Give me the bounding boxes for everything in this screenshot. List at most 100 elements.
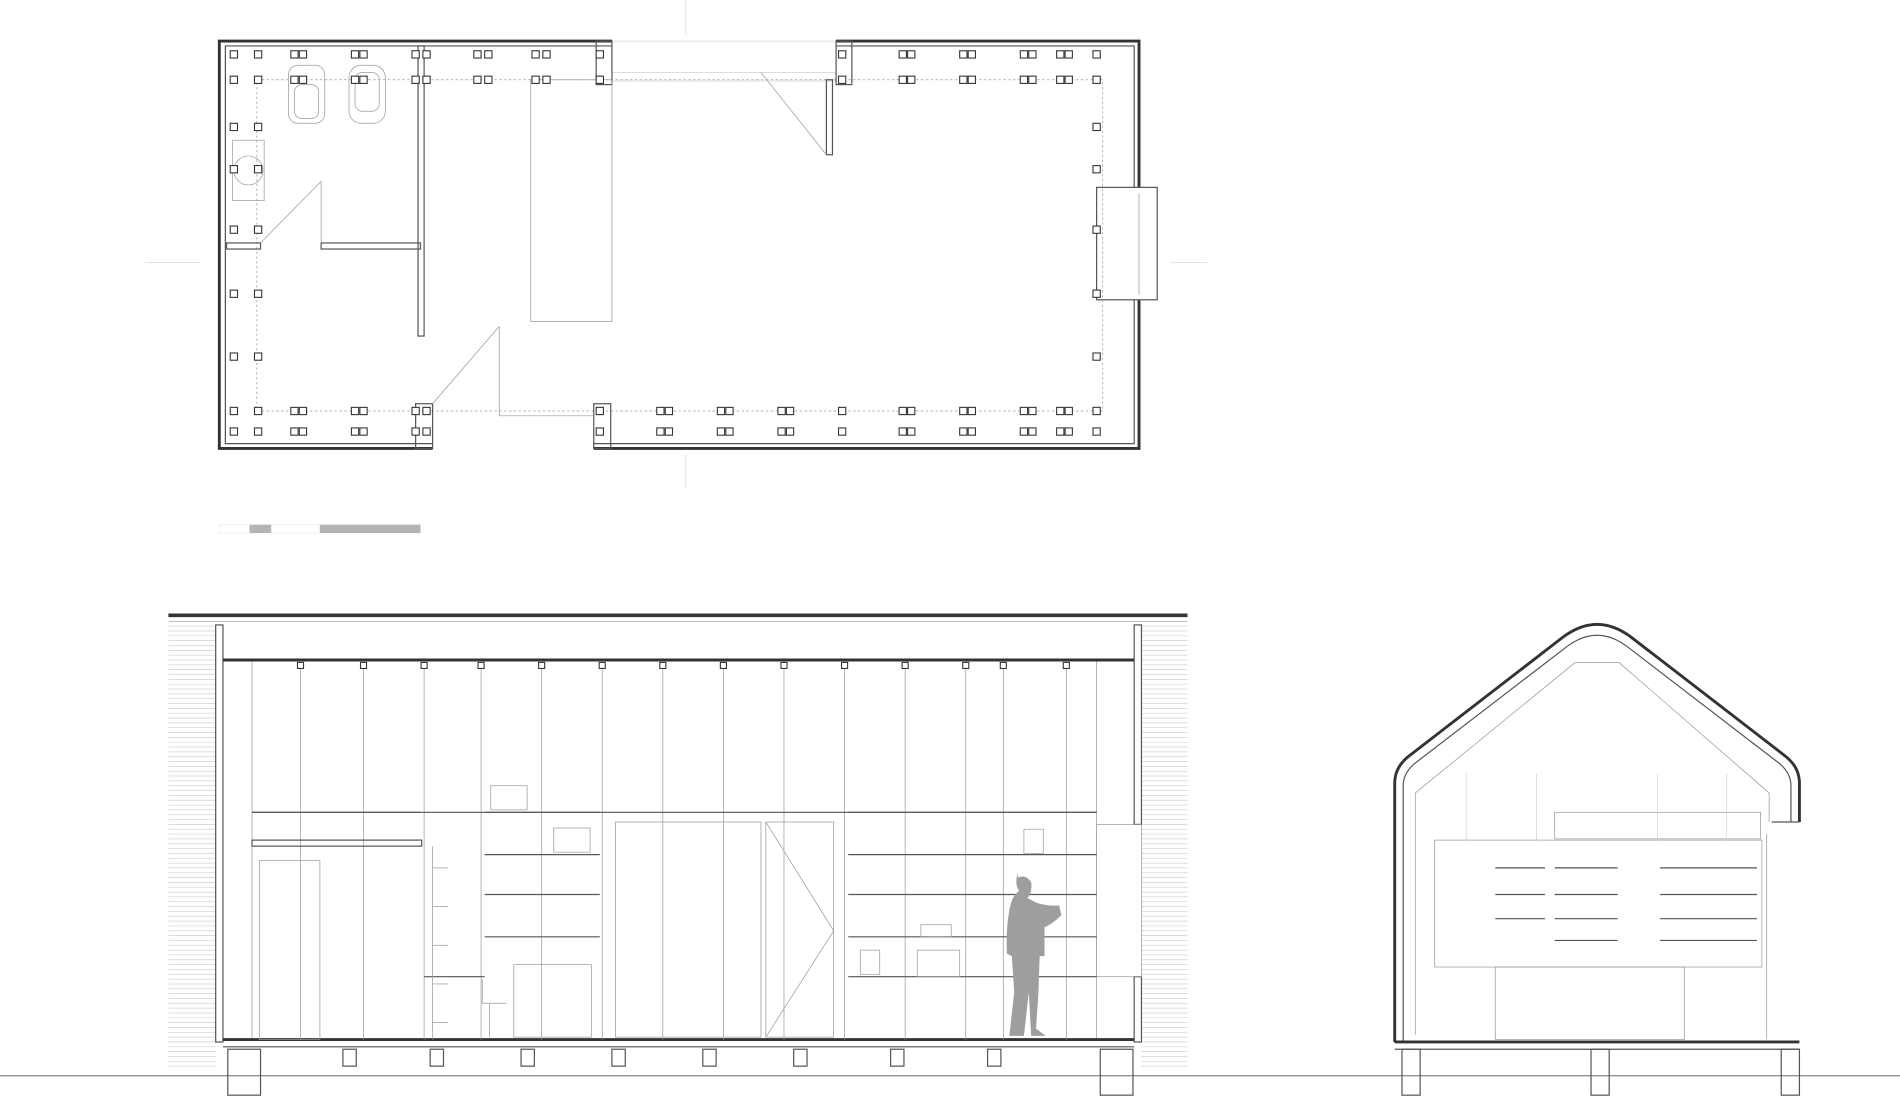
column	[777, 406, 786, 416]
stud-bracket	[780, 661, 788, 670]
column	[350, 427, 360, 436]
column	[907, 427, 916, 436]
exterior-walls	[217, 39, 1158, 450]
column	[1028, 406, 1037, 416]
column	[1019, 50, 1029, 59]
cross-shelves	[1495, 811, 1762, 942]
column	[1092, 75, 1101, 84]
counter	[1494, 966, 1685, 1040]
interior-space	[251, 659, 1097, 1040]
shelving-unit	[1434, 839, 1763, 968]
foundation-block	[1780, 1048, 1801, 1096]
stud-bracket	[659, 661, 667, 670]
column	[1092, 225, 1101, 234]
scale-bar	[218, 524, 421, 534]
column	[785, 406, 795, 416]
column	[411, 427, 420, 436]
column	[1092, 406, 1101, 416]
column	[959, 50, 968, 59]
column	[253, 289, 263, 298]
shelves	[252, 785, 1097, 978]
column	[359, 75, 368, 84]
chair	[481, 979, 507, 1038]
sliding-panel	[615, 821, 762, 1038]
toilet-icon	[348, 64, 386, 124]
stud-bracket	[359, 661, 368, 670]
column	[531, 50, 540, 59]
foundation-blocks	[227, 1048, 1134, 1096]
column	[1019, 406, 1029, 416]
column	[898, 75, 907, 84]
column	[959, 427, 968, 436]
column	[725, 427, 734, 436]
column	[473, 50, 482, 59]
column	[298, 406, 308, 416]
desk	[513, 964, 592, 1038]
column	[785, 427, 795, 436]
column	[967, 50, 976, 59]
column	[959, 406, 968, 416]
column	[898, 406, 907, 416]
column	[253, 122, 263, 132]
column	[967, 75, 976, 84]
column	[531, 75, 540, 84]
ladder	[432, 846, 449, 1040]
column	[253, 50, 263, 59]
column	[716, 406, 726, 416]
person-silhouette	[1006, 872, 1062, 1036]
stud-bracket	[598, 661, 606, 670]
column	[253, 352, 263, 361]
column	[359, 427, 368, 436]
stud-bracket	[420, 661, 428, 670]
foundation-block	[1590, 1048, 1610, 1096]
column	[837, 406, 847, 416]
plan-columns	[229, 50, 1101, 436]
foundation-block	[611, 1048, 626, 1067]
column	[422, 406, 431, 416]
column	[422, 75, 431, 84]
foundation-block	[1099, 1048, 1134, 1096]
column	[967, 427, 976, 436]
column	[907, 75, 916, 84]
column	[1028, 427, 1037, 436]
door-swing-mark	[765, 821, 835, 1038]
column	[1064, 427, 1073, 436]
bathroom-door	[258, 860, 321, 1040]
column	[664, 406, 674, 416]
stud-bracket	[999, 661, 1007, 670]
column	[350, 50, 360, 59]
column	[837, 50, 847, 59]
bidet-icon	[288, 64, 326, 124]
column	[484, 75, 493, 84]
stud-bracket	[901, 661, 909, 670]
column	[422, 50, 431, 59]
longitudinal-section	[0, 613, 1900, 1096]
foundation-block	[342, 1048, 357, 1067]
foundation-block	[702, 1048, 717, 1067]
column	[1092, 427, 1101, 436]
column	[253, 225, 263, 234]
cross-studs	[1465, 773, 1728, 841]
column	[1056, 406, 1065, 416]
column	[290, 427, 299, 436]
interior-walls	[225, 40, 853, 450]
column	[229, 50, 239, 59]
column	[411, 50, 420, 59]
stud-bracket	[1062, 661, 1070, 670]
column	[837, 427, 847, 436]
stud-bracket	[477, 661, 485, 670]
column	[716, 427, 726, 436]
foundation-block	[227, 1048, 262, 1096]
column	[298, 427, 308, 436]
column	[542, 75, 551, 84]
column	[290, 75, 299, 84]
column	[1092, 122, 1101, 132]
column	[484, 50, 493, 59]
column	[229, 427, 239, 436]
column	[898, 427, 907, 436]
column	[253, 165, 263, 174]
column	[411, 75, 420, 84]
shelf-items	[859, 949, 881, 975]
column	[229, 289, 239, 298]
